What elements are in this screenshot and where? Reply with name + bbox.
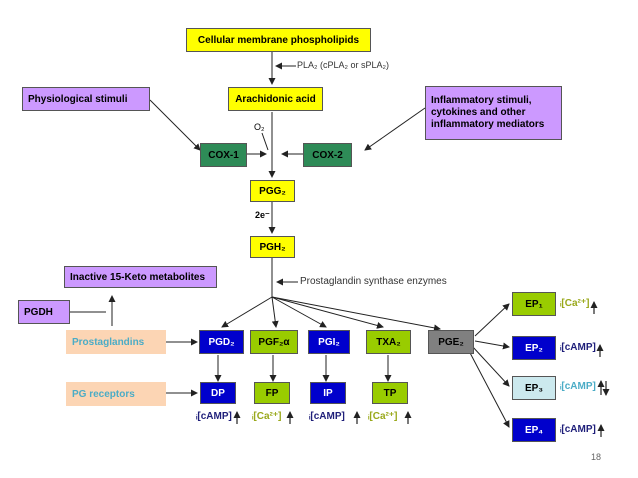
ep3-box: EP₃ [512, 376, 556, 400]
tp-box: TP [372, 382, 408, 404]
arrow-inflammatory-to-cox2 [364, 107, 426, 151]
inflammatory-stimuli-box: Inflammatory stimuli, cytokines and othe… [425, 86, 562, 140]
arachidonic-acid-box: Arachidonic acid [228, 87, 323, 111]
arrow-pge2-to-ep1 [474, 303, 510, 337]
o2-line [261, 132, 269, 151]
pgd2-box: PGD₂ [199, 330, 244, 354]
ep1-effect: ᵢ[Ca²⁺] [560, 298, 590, 309]
ep2-effect: ᵢ[cAMP] [560, 342, 596, 353]
ep2-box: EP₂ [512, 336, 556, 360]
pgg2-box: PGG₂ [250, 180, 295, 202]
dp-box: DP [200, 382, 236, 404]
fp-effect: ᵢ[Ca²⁺] [252, 411, 282, 422]
ep4-effect: ᵢ[cAMP] [560, 424, 596, 435]
arrow-pge2-to-ep2 [474, 340, 510, 350]
pgdh-box: PGDH [18, 300, 70, 324]
arrow-pge2-to-ep3 [471, 345, 510, 387]
cox1-box: COX-1 [200, 143, 247, 167]
arrow-hub-to-pgd2 [221, 296, 273, 328]
prostaglandins-box: Prostaglandins [66, 330, 166, 354]
ep4-box: EP₄ [512, 418, 556, 442]
tp-effect: ᵢ[Ca²⁺] [368, 411, 398, 422]
arrow-hub-to-pgi2 [271, 296, 327, 328]
inactive-metabolites-box: Inactive 15-Keto metabolites [64, 266, 217, 288]
arrow-hub-to-pgf2a [271, 296, 279, 328]
pgh2-box: PGH₂ [250, 236, 295, 258]
txa2-box: TXA₂ [366, 330, 411, 354]
ip-box: IP [310, 382, 346, 404]
ip-effect: ᵢ[cAMP] [309, 411, 345, 422]
physiological-stimuli-box: Physiological stimuli [22, 87, 150, 111]
arrow-physiological-to-cox1 [149, 99, 201, 151]
pgi2-box: PGI₂ [308, 330, 350, 354]
arrow-hub-to-txa2 [271, 296, 384, 329]
arrow-pge2-to-ep4 [467, 348, 510, 428]
ep3-effect: ᵢ[cAMP] [560, 381, 596, 392]
pg-receptors-box: PG receptors [66, 382, 166, 406]
pge2-box: PGE₂ [428, 330, 474, 354]
synthase-label: Prostaglandin synthase enzymes [300, 276, 447, 287]
ep1-box: EP₁ [512, 292, 556, 316]
pla2-label: PLA₂ (cPLA₂ or sPLA₂) [297, 60, 390, 70]
fp-box: FP [254, 382, 290, 404]
cellular-membrane-box: Cellular membrane phospholipids [186, 28, 371, 52]
pgf2a-box: PGF₂α [250, 330, 298, 354]
cox2-box: COX-2 [303, 143, 352, 167]
o2-label: O₂ [254, 122, 265, 132]
dp-effect: ᵢ[cAMP] [196, 411, 232, 422]
two-electron-label: 2e⁻ [255, 210, 270, 220]
arrow-hub-to-pge2 [271, 296, 441, 332]
page-number: 18 [591, 452, 602, 462]
